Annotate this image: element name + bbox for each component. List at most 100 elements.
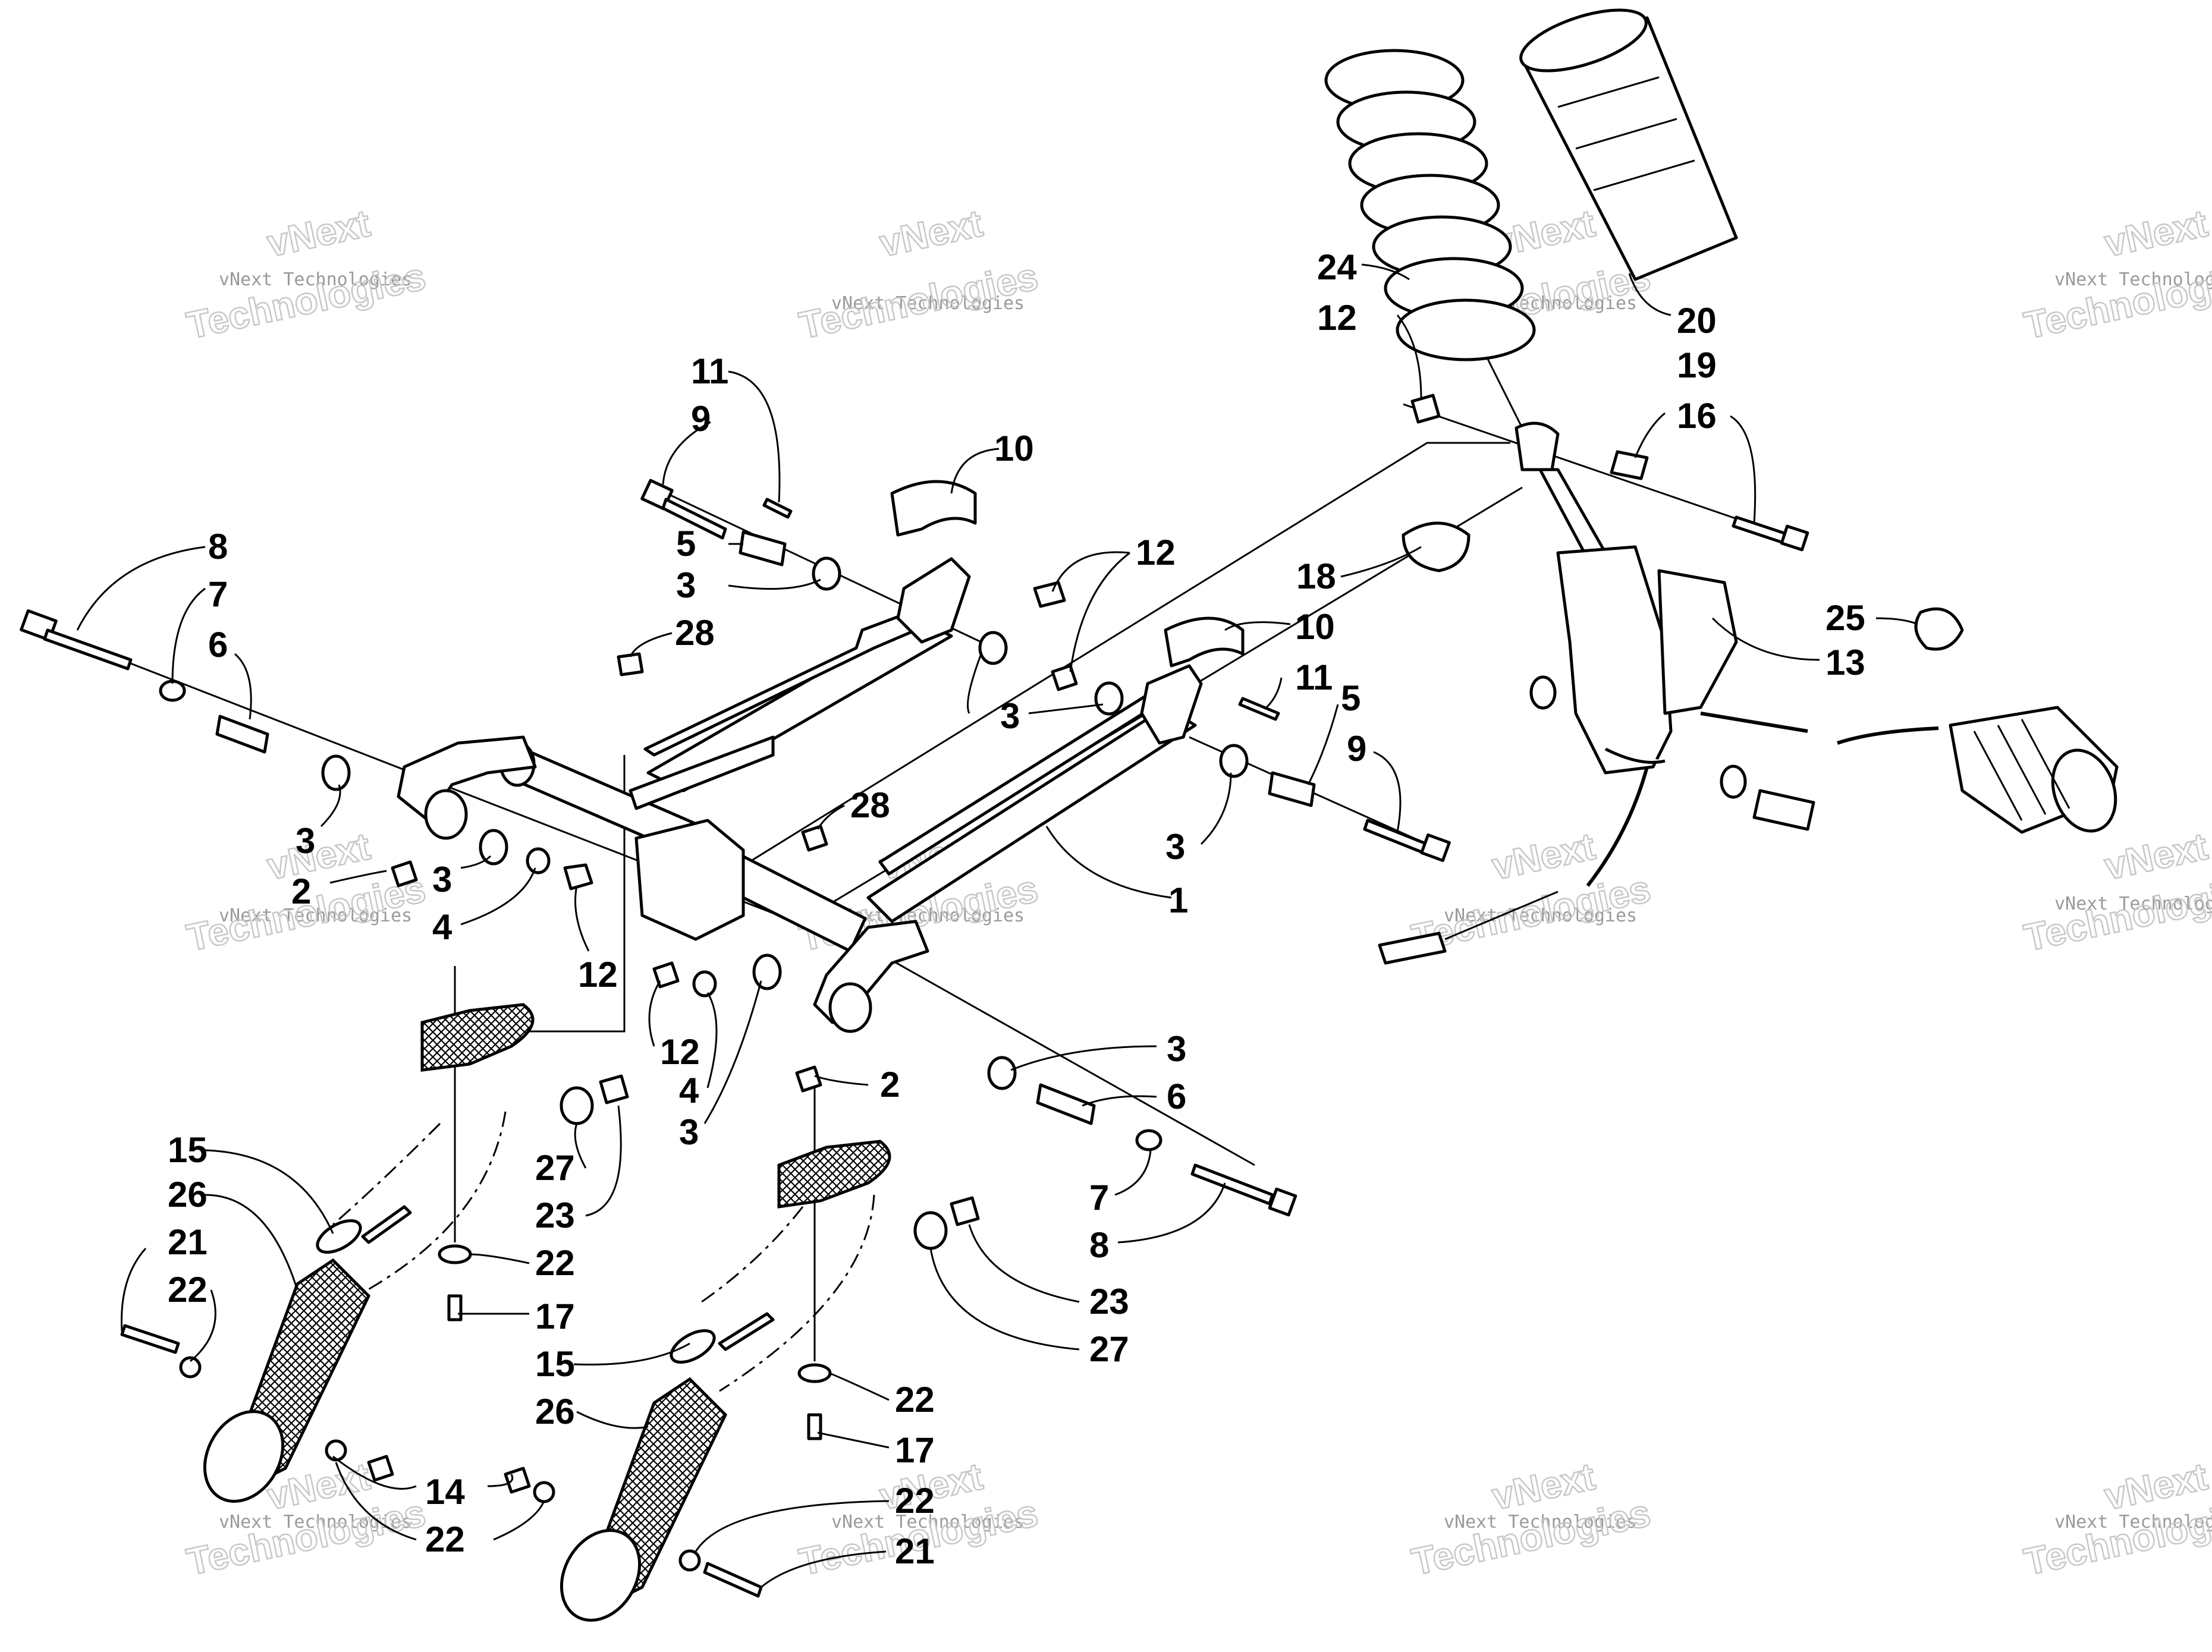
- watermark-text: vNext: [1488, 825, 1598, 888]
- upper-arm-right: [866, 706, 1197, 923]
- footrest-assembly-right: [504, 1140, 980, 1622]
- callout-labels: 1 2 2 3 3 3 3 3 3 3 4 4 5 5 6 6 7 7 8 8 …: [168, 247, 1865, 1571]
- leader-23b: [968, 1224, 1080, 1303]
- watermark-text: Technologies: [1408, 867, 1654, 959]
- callout-3: 3: [1165, 827, 1185, 867]
- bumper-10-top: [890, 480, 977, 537]
- callout-15: 15: [535, 1344, 575, 1384]
- watermark-text: Technologies: [796, 254, 1042, 347]
- leader-22a: [190, 1289, 216, 1362]
- bushing-3-left: [321, 754, 351, 791]
- callout-28: 28: [850, 785, 890, 825]
- callout-16: 16: [1677, 396, 1717, 436]
- washer-shock-bottom: [1529, 675, 1557, 710]
- shock-cable-clamp: [1604, 747, 1666, 764]
- leader-12d: [1396, 314, 1422, 399]
- callout-3: 3: [676, 565, 696, 605]
- watermark-text: vNext Technologies: [1444, 905, 1637, 926]
- callout-11: 11: [691, 351, 728, 391]
- leader-21a: [121, 1247, 147, 1332]
- axis-line-shock-bolt: [1403, 403, 1784, 536]
- spring-coil: [1396, 298, 1536, 361]
- nut-23-right: [950, 1196, 980, 1226]
- footrest-loop-right: [560, 1529, 642, 1622]
- nut-12-shock: [1410, 394, 1441, 424]
- callout-21: 21: [168, 1222, 208, 1262]
- boot-shading: [1557, 76, 1695, 191]
- washer-22-right: [797, 1363, 832, 1383]
- leader-15a: [205, 1149, 334, 1234]
- callout-28: 28: [675, 613, 715, 653]
- callout-12: 12: [1136, 533, 1176, 572]
- watermark: vNext vNext Technologies Technologies: [1407, 1454, 1655, 1584]
- strap-15-right: [670, 1329, 716, 1364]
- foot-pad-left: [420, 1003, 535, 1072]
- foot-pad-right: [777, 1140, 891, 1209]
- bolt-15-left: [361, 1205, 412, 1244]
- bolt-17-left: [447, 1294, 463, 1321]
- washer-22-left: [438, 1244, 472, 1264]
- leader-2a: [329, 870, 387, 884]
- washer-27-left: [560, 1086, 594, 1125]
- callout-15: 15: [168, 1130, 208, 1170]
- callout-25: 25: [1825, 598, 1865, 638]
- callout-12: 12: [578, 955, 618, 995]
- leader-22d: [695, 1500, 890, 1552]
- leader-8a: [76, 546, 206, 631]
- callout-22: 22: [168, 1270, 208, 1310]
- callout-11: 11: [1295, 657, 1333, 697]
- boot-top: [1519, 8, 1648, 73]
- leader-9b: [1373, 751, 1402, 833]
- leader-3h: [1010, 1045, 1157, 1071]
- nut-12-top: [1033, 581, 1066, 608]
- watermark: vNext vNext Technologies Technologies: [2020, 201, 2212, 348]
- leader-10a: [950, 448, 1000, 494]
- bolt-shank: [43, 628, 133, 671]
- leader-22c: [829, 1372, 890, 1401]
- bolt-8-left: [20, 609, 133, 671]
- callout-5: 5: [676, 524, 696, 564]
- watermark-text: vNext Technologies: [831, 293, 1025, 314]
- spacer-6-left: [215, 715, 269, 754]
- callout-7: 7: [1089, 1178, 1109, 1217]
- strap-15-left: [316, 1219, 362, 1254]
- bolt-16-head: [1780, 524, 1809, 552]
- watermark-text: vNext: [263, 825, 373, 888]
- watermark-text: vNext Technologies: [2054, 1512, 2212, 1533]
- bushing-3-top: [812, 556, 841, 591]
- callout-2: 2: [880, 1065, 900, 1105]
- leader-4a: [460, 867, 536, 926]
- leader-17b: [817, 1431, 890, 1449]
- leader-8b: [1117, 1182, 1226, 1244]
- leader-27a: [574, 1123, 587, 1169]
- callout-3: 3: [1167, 1029, 1186, 1069]
- nut-14-left: [367, 1455, 394, 1482]
- washer-4-left: [526, 847, 551, 874]
- bolt-9-right-head: [1420, 833, 1451, 863]
- leader-16: [1730, 415, 1757, 524]
- leader-28a: [629, 632, 673, 657]
- callout-22: 22: [895, 1481, 935, 1521]
- bushing-3-lower: [752, 954, 782, 990]
- bolt-8-right-head: [1268, 1187, 1297, 1217]
- dash-line-footrest-right: [701, 1206, 804, 1303]
- callout-4: 4: [432, 907, 453, 947]
- washer-4-lower: [692, 970, 717, 998]
- callout-3: 3: [296, 821, 315, 861]
- leader-lines: [76, 263, 1918, 1588]
- washer-22-left-b: [179, 1356, 202, 1379]
- leader-7b: [1114, 1150, 1152, 1196]
- leader-26b: [576, 1411, 649, 1429]
- callout-8: 8: [1089, 1225, 1109, 1265]
- spring-24: [1324, 49, 1536, 361]
- leader-12a-2: [1069, 552, 1130, 672]
- arm-rail-right: [878, 682, 1173, 876]
- nut-23-left: [599, 1074, 629, 1105]
- washer-22-right-b: [678, 1549, 701, 1572]
- washer-22-right-c: [533, 1481, 555, 1503]
- leader-11b: [1265, 677, 1283, 709]
- callout-3: 3: [1000, 696, 1020, 736]
- bracket-top-right: [1140, 664, 1203, 745]
- remote-reservoir: [1949, 706, 2119, 834]
